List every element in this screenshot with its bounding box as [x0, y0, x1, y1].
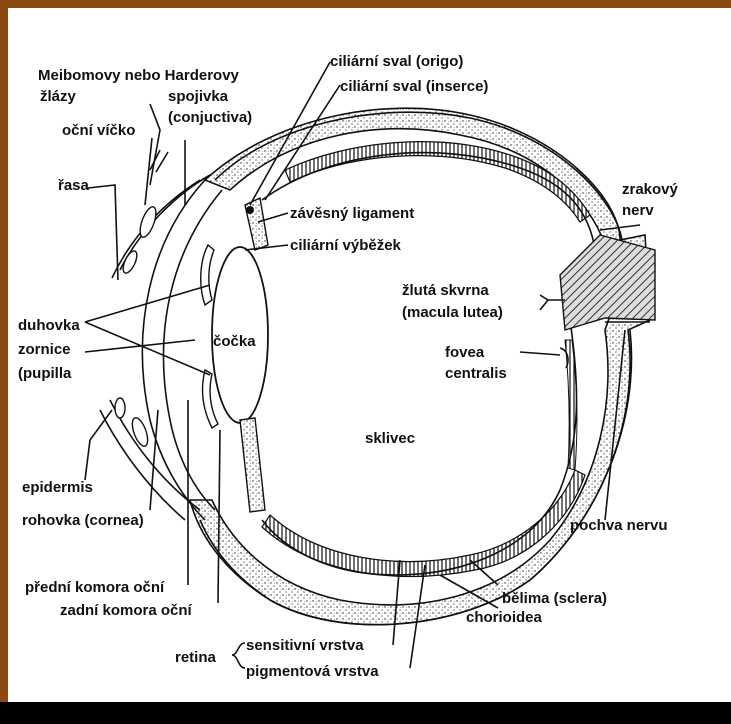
ciliary-body-lower — [240, 418, 265, 512]
label-predni-komora: přední komora oční — [25, 579, 165, 596]
lash-root-upper — [120, 249, 139, 275]
leader-fovea — [520, 352, 560, 355]
optic-nerve — [560, 235, 655, 330]
label-rasa: řasa — [58, 177, 90, 194]
label-retina: retina — [175, 649, 217, 666]
label-centralis: centralis — [445, 365, 507, 382]
label-macula: (macula lutea) — [402, 304, 503, 321]
diagram-canvas: Meibomovy nebo Harderovy žlázy spojivka … — [8, 8, 731, 724]
iris-upper — [201, 245, 214, 305]
label-fovea: fovea — [445, 344, 485, 361]
ciliary-origin-dot — [246, 206, 254, 214]
label-zluta-skvrna: žlutá skvrna — [402, 282, 489, 299]
label-zavesny: závěsný ligament — [290, 205, 414, 222]
label-conjuctiva: (conjuctiva) — [168, 109, 252, 126]
label-meibomovy: Meibomovy nebo Harderovy — [38, 67, 240, 84]
label-pigmentova: pigmentová vrstva — [246, 663, 379, 680]
label-sklivec: sklivec — [365, 430, 415, 447]
label-ciliarni-vybezek: ciliární výběžek — [290, 237, 402, 254]
label-pochva: pochva nervu — [570, 517, 668, 534]
leader-zornice — [85, 340, 195, 352]
meibomian-gland-upper — [137, 205, 159, 239]
leader-epidermis — [85, 410, 112, 480]
label-rohovka: rohovka (cornea) — [22, 512, 144, 529]
leader-rasa — [88, 185, 118, 280]
label-zrakovy: zrakový — [622, 181, 679, 198]
label-ocni-vicko: oční víčko — [62, 122, 135, 139]
leader-zluta — [540, 295, 565, 310]
eye-diagram: Meibomovy nebo Harderovy žlázy spojivka … — [8, 8, 731, 724]
label-zlazy: žlázy — [40, 88, 77, 105]
meibomian-gland-lower — [129, 416, 151, 448]
frame-bottom-bar — [0, 702, 731, 724]
label-chorioidea: chorioidea — [466, 609, 543, 626]
label-belima: bělima (sclera) — [502, 590, 607, 607]
label-ciliarni-origo: ciliární sval (origo) — [330, 53, 463, 70]
label-spojivka: spojivka — [168, 88, 229, 105]
retina-brace — [232, 643, 245, 668]
label-nerv: nerv — [622, 202, 654, 219]
label-ciliarni-inserce: ciliární sval (inserce) — [340, 78, 488, 95]
leader-ocni-vicko — [145, 138, 152, 205]
label-duhovka: duhovka — [18, 317, 80, 334]
label-pupilla: (pupilla — [18, 365, 72, 382]
ciliary-body-upper — [245, 198, 268, 250]
leader-zadni-komora — [218, 430, 220, 603]
lash-root-lower — [115, 398, 125, 418]
label-zadni-komora: zadní komora oční — [60, 602, 193, 619]
label-zornice: zornice — [18, 341, 71, 358]
label-epidermis: epidermis — [22, 479, 93, 496]
label-sensitivni: sensitivní vrstva — [246, 637, 364, 654]
label-cocka: čočka — [213, 333, 256, 350]
